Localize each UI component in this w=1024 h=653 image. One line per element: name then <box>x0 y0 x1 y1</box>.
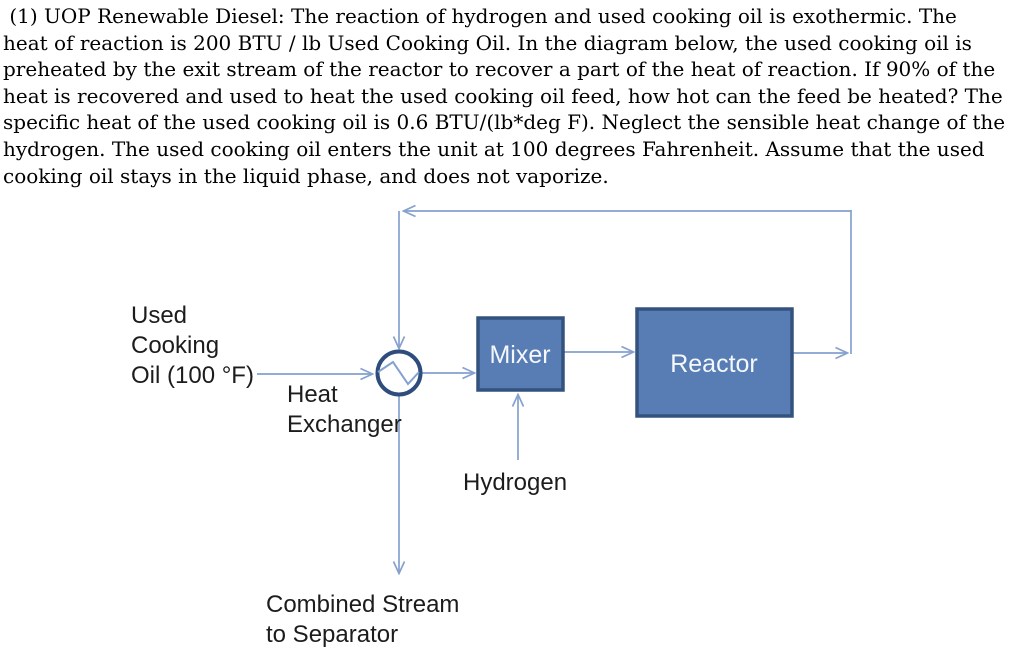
reactor-label: Reactor <box>670 350 758 378</box>
problem-text-line: heat of reaction is 200 BTU / lb Used Co… <box>3 30 972 55</box>
problem-text-line: hydrogen. The used cooking oil enters th… <box>3 136 985 161</box>
problem-text-line: cooking oil stays in the liquid phase, a… <box>3 163 609 188</box>
heat-exchanger-symbol <box>375 349 423 397</box>
problem-text-line: (1) UOP Renewable Diesel: The reaction o… <box>3 4 957 28</box>
problem-text-line: heat is recovered and used to heat the u… <box>3 83 1003 108</box>
problem-text-line: preheated by the exit stream of the reac… <box>3 57 996 82</box>
hydrogen-label: Hydrogen <box>463 469 568 496</box>
mixer-label: Mixer <box>489 341 550 369</box>
heat-exchanger-label: Heat Exchanger <box>287 381 402 438</box>
problem-statement: (1) UOP Renewable Diesel: The reaction o… <box>3 3 1021 189</box>
feed-stream-label: Used Cooking Oil (100 °F) <box>131 302 254 389</box>
problem-text-line: specific heat of the used cooking oil is… <box>3 110 1006 135</box>
reactor-box <box>635 307 794 418</box>
mixer-box <box>476 316 565 392</box>
separator-label: Combined Stream to Separator <box>266 591 460 648</box>
heat-exchanger-coil-icon <box>377 360 420 386</box>
